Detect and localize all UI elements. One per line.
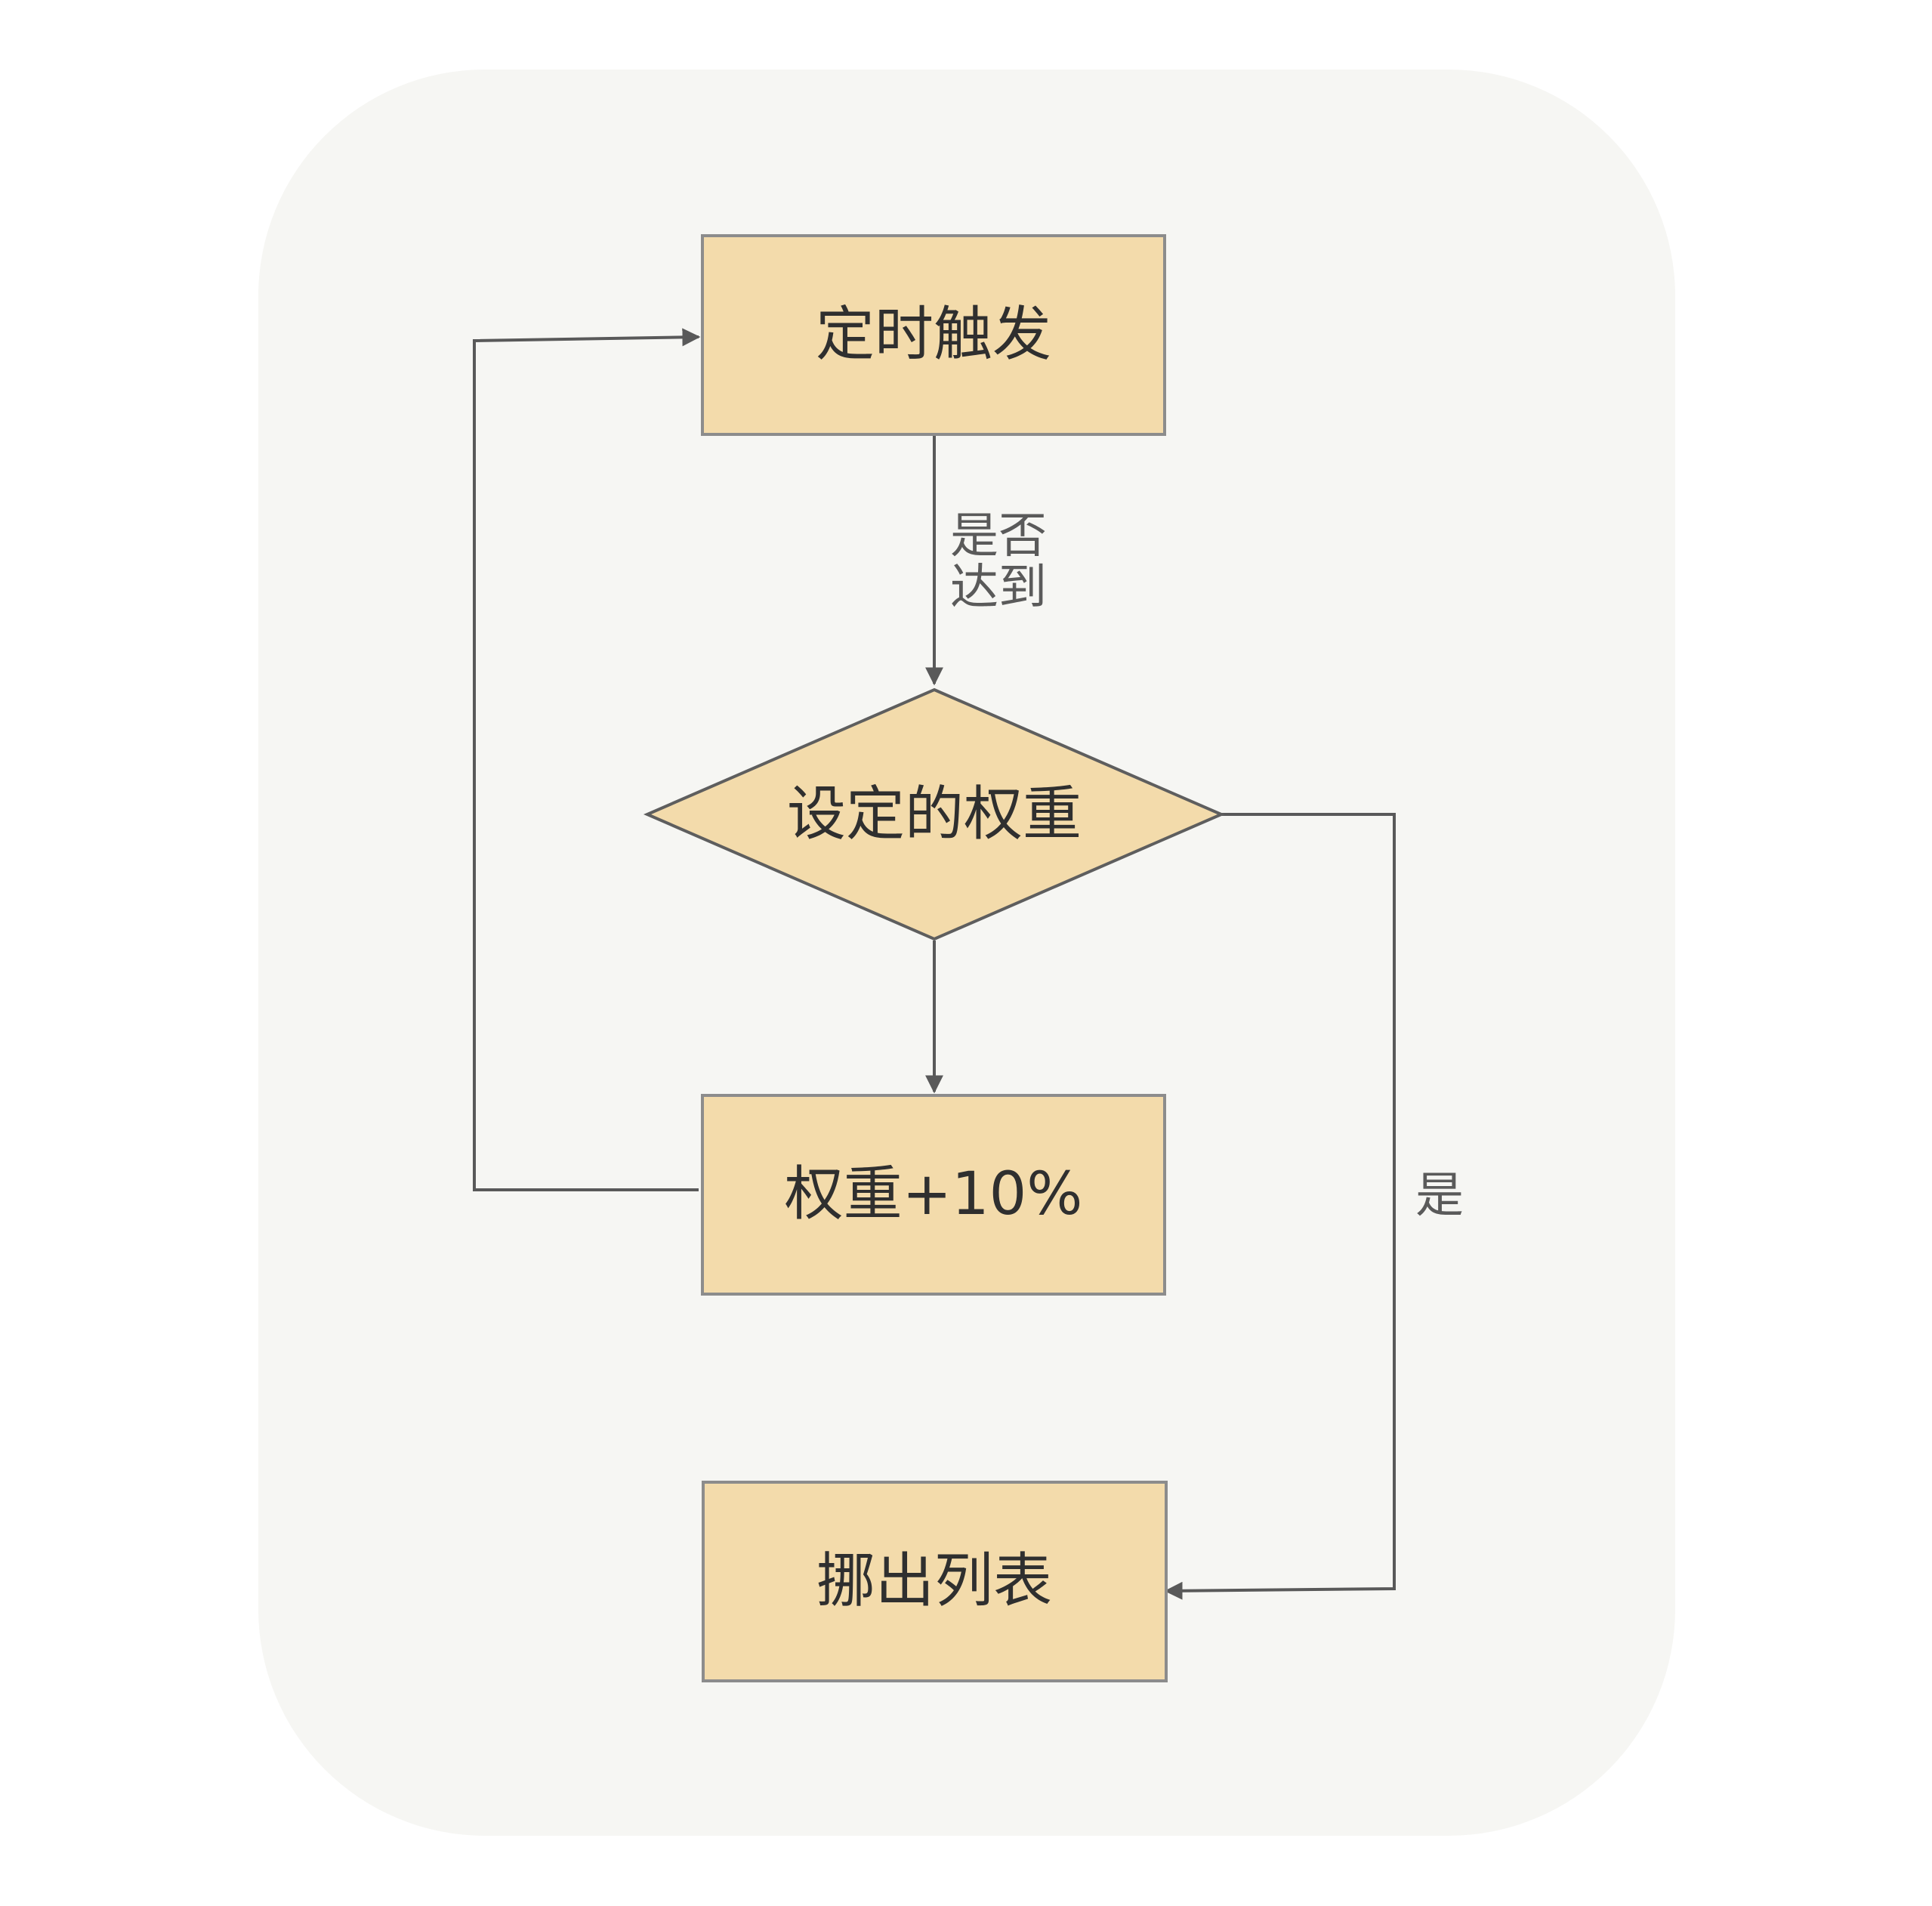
node-trigger: 定时触发 [701, 234, 1166, 436]
node-decision-label: 设定的权重 [787, 780, 1082, 848]
node-remove-label: 挪出列表 [816, 1547, 1052, 1615]
node-increase-label: 权重+10% [785, 1160, 1083, 1228]
node-remove: 挪出列表 [702, 1481, 1168, 1682]
edge-decision-to-remove [1164, 813, 1396, 1600]
node-decision: 设定的权重 [643, 687, 1226, 941]
node-increase: 权重+10% [701, 1094, 1166, 1296]
background-panel [258, 70, 1675, 1836]
edge-label-trigger-decision-line2: 达到 [950, 560, 1047, 616]
node-trigger-label: 定时触发 [816, 301, 1051, 369]
edge-increase-to-trigger [473, 328, 701, 1191]
edge-label-decision-remove: 是 [1415, 1168, 1464, 1224]
edge-label-trigger-decision-line1: 是否 [950, 508, 1047, 564]
